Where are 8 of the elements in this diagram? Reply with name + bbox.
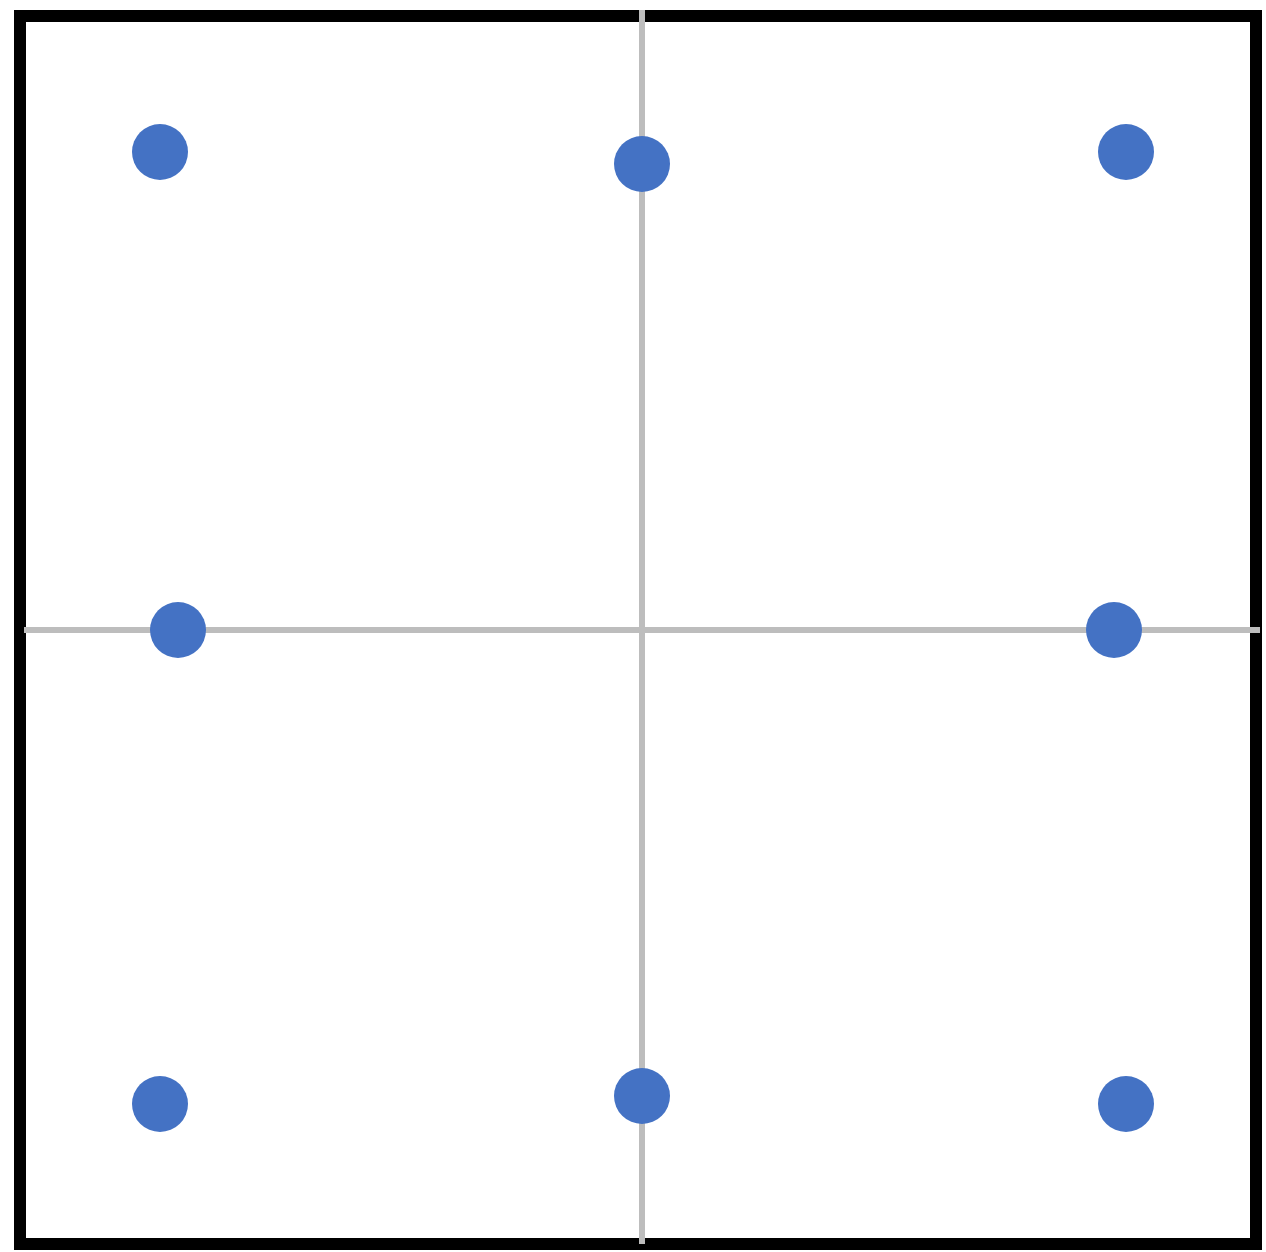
dot (132, 1076, 188, 1132)
dot (1098, 1076, 1154, 1132)
dot (1086, 602, 1142, 658)
dot (1098, 124, 1154, 180)
dot (614, 1068, 670, 1124)
dot (614, 136, 670, 192)
dot (132, 124, 188, 180)
dot (150, 602, 206, 658)
